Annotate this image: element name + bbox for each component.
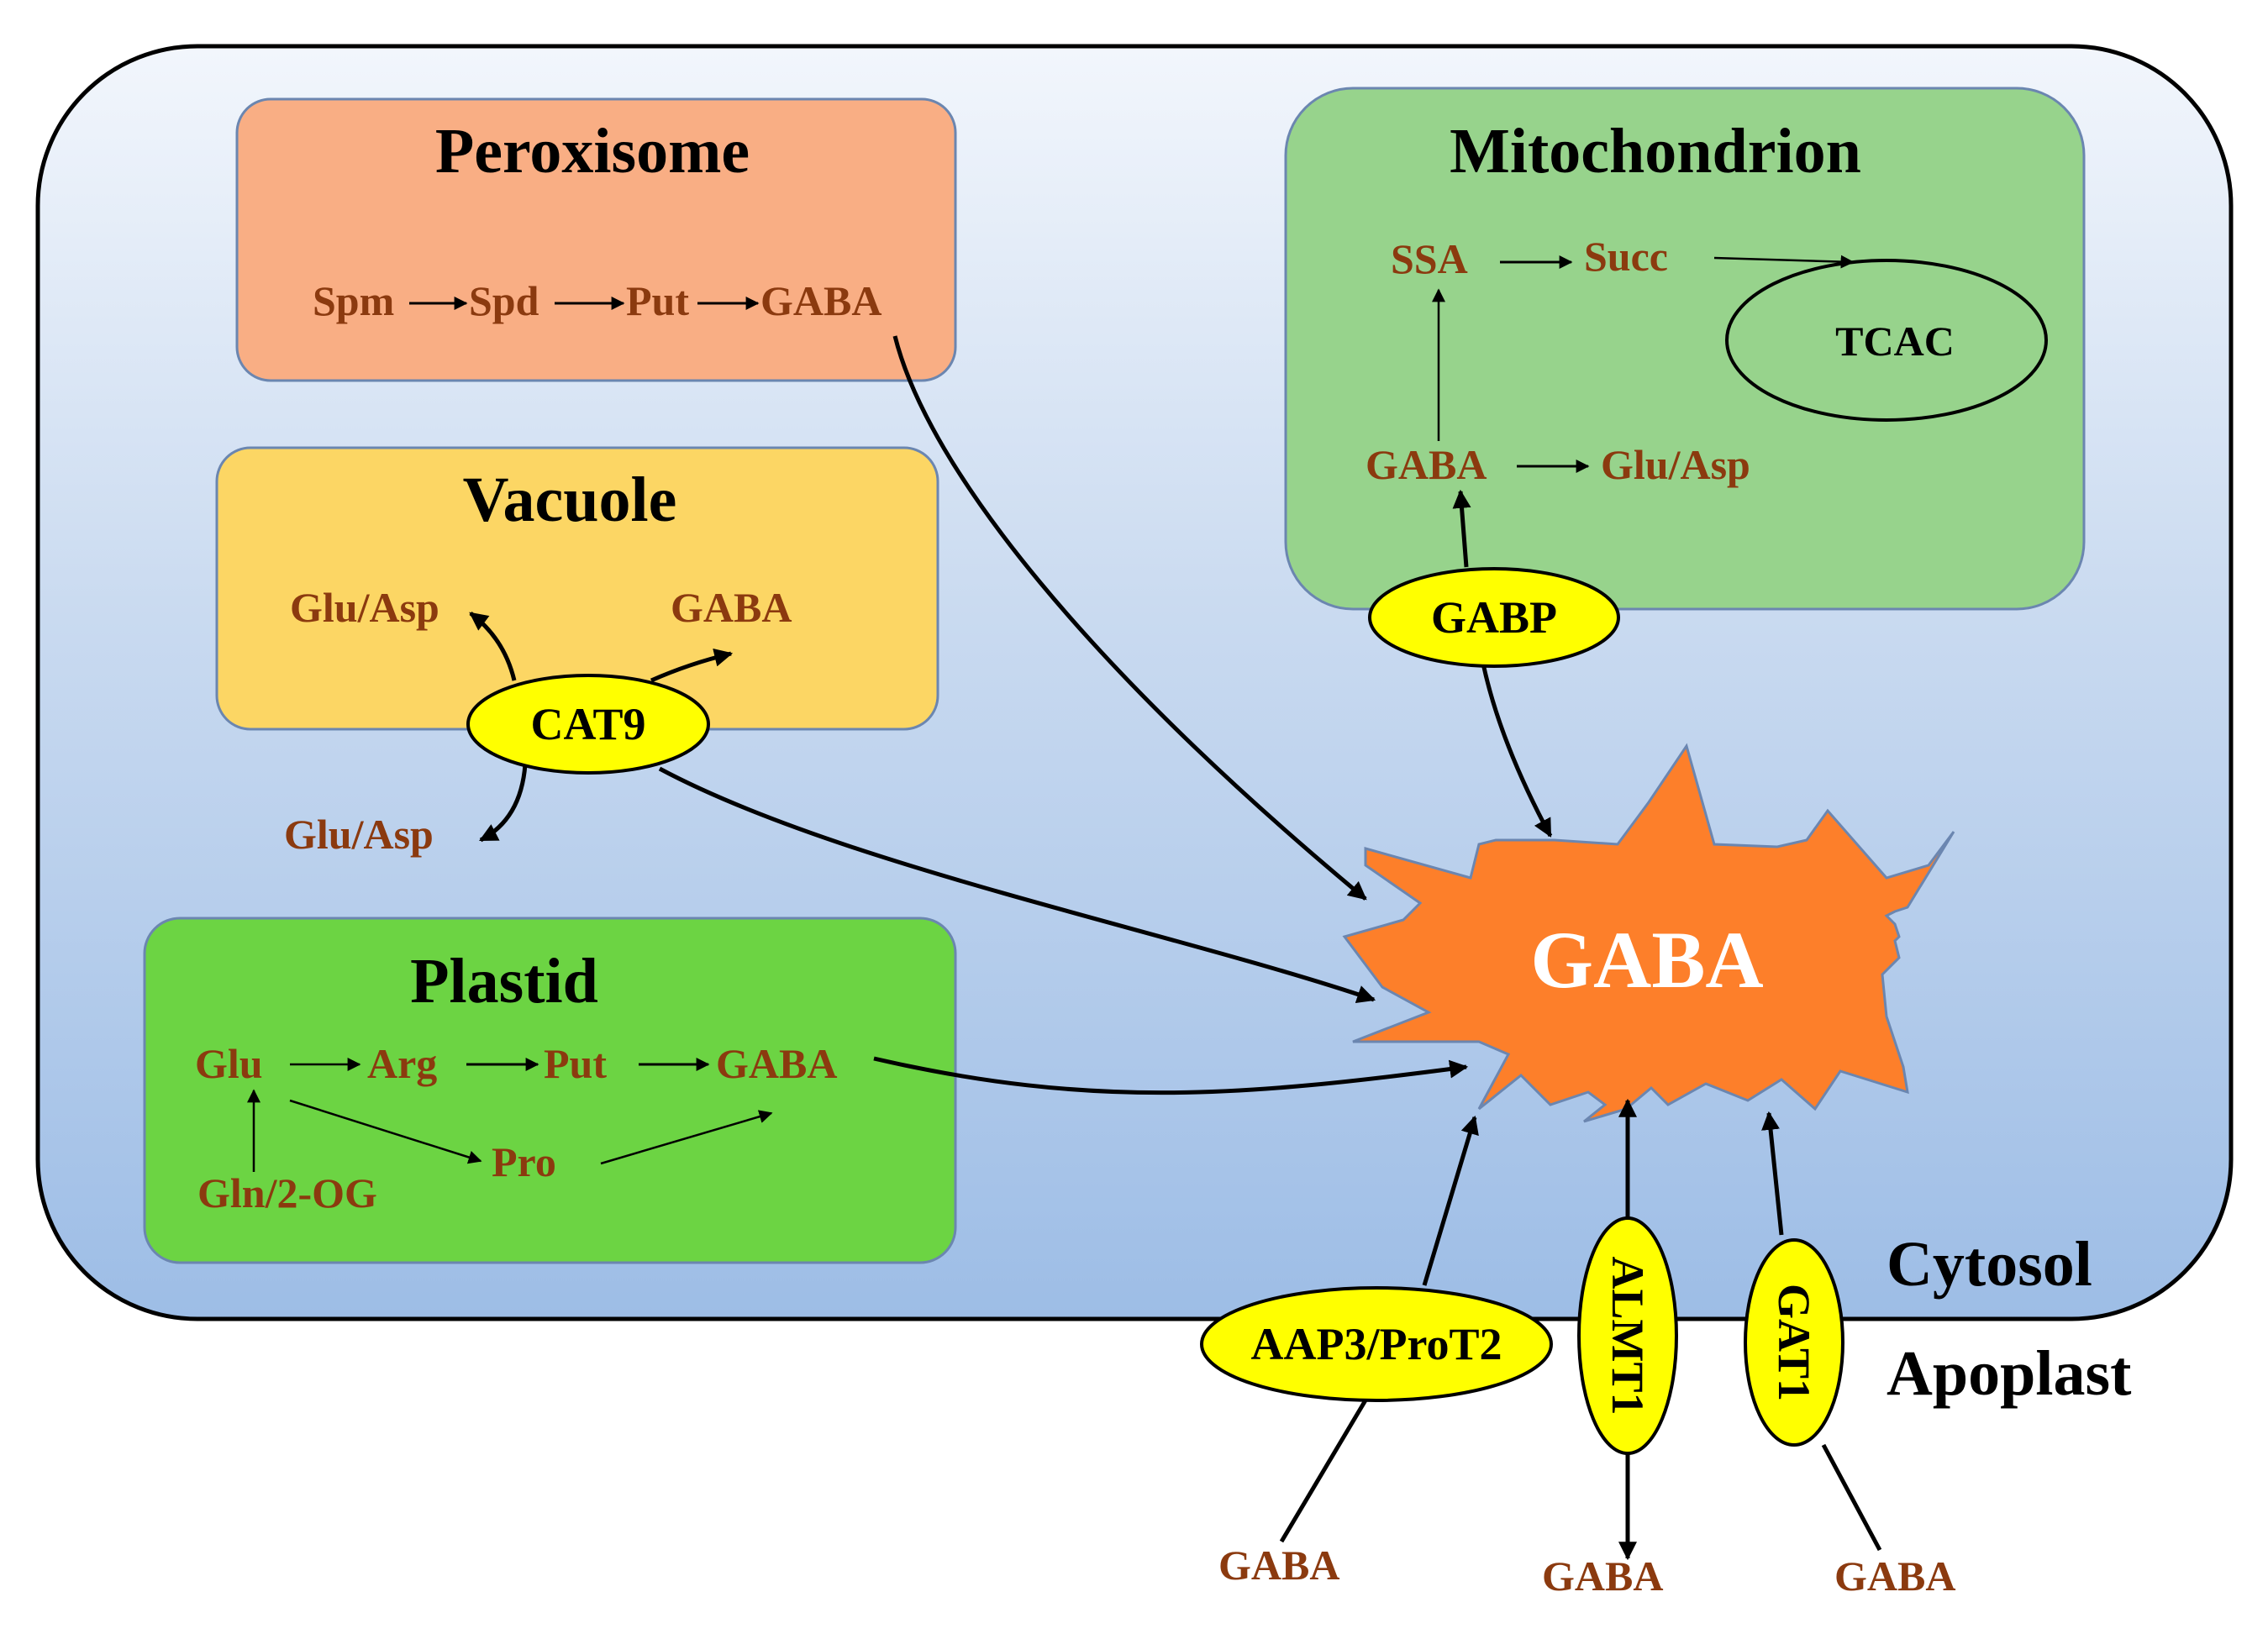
plastid-put: Put — [544, 1040, 607, 1087]
plastid-gaba: GABA — [716, 1040, 837, 1087]
peroxisome-put: Put — [626, 277, 689, 324]
mito-glu-asp: Glu/Asp — [1601, 441, 1750, 488]
mito-gaba: GABA — [1366, 441, 1487, 488]
vacuole-title: Vacuole — [463, 465, 677, 535]
cat9-transporter: CAT9 — [466, 674, 710, 775]
arrow-cat9-to-hub — [658, 766, 1376, 1004]
vacuole-gaba: GABA — [671, 584, 792, 631]
arrow-cat9-to-gaba-vacuole — [650, 648, 734, 683]
peroxisome-spd: Spd — [469, 277, 539, 324]
apoplast-label: Apoplast — [1886, 1338, 2131, 1409]
mitochondrion-compartment: Mitochondrion SSA Succ TCAC GABA Glu/Asp — [1284, 87, 2086, 611]
tcac-cycle — [1725, 259, 2048, 422]
aap3-label: AAP3/ProT2 — [1251, 1319, 1502, 1369]
apoplast-gaba-aap3: GABA — [1218, 1542, 1339, 1589]
apoplast-gaba-almt1: GABA — [1542, 1552, 1663, 1600]
vacuole-compartment: Vacuole Glu/Asp GABA — [215, 446, 939, 731]
plastid-gln: Gln/2-OG — [197, 1169, 377, 1216]
peroxisome-compartment: Peroxisome Spm Spd Put GABA — [235, 97, 957, 382]
plastid-arg: Arg — [367, 1040, 437, 1087]
cytosol-label: Cytosol — [1886, 1229, 2092, 1300]
arrow-aap3-to-hub — [1422, 1115, 1479, 1286]
plastid-title: Plastid — [410, 946, 598, 1016]
peroxisome-title: Peroxisome — [435, 116, 750, 186]
mito-ssa: SSA — [1391, 235, 1468, 282]
cat9-label: CAT9 — [530, 699, 645, 749]
mitochondrion-title: Mitochondrion — [1450, 116, 1861, 186]
arrow-pro-gaba — [600, 1110, 773, 1165]
vacuole-glu-asp-in: Glu/Asp — [290, 584, 439, 631]
arrow-cat9-to-glu-asp-cytosol — [479, 764, 528, 843]
gat1-transporter: GAT1 — [1744, 1238, 1844, 1447]
arrow-gat1-to-hub — [1761, 1111, 1784, 1236]
plastid-pro: Pro — [492, 1138, 556, 1185]
aap3-prot2-transporter: AAP3/ProT2 — [1200, 1286, 1553, 1402]
plastid-glu: Glu — [195, 1040, 263, 1087]
peroxisome-gaba: GABA — [760, 277, 881, 324]
gabp-transporter: GABP — [1368, 567, 1620, 668]
line-apoplast-gaba-to-gat1 — [1821, 1443, 1882, 1552]
arrow-gabp-to-hub — [1481, 663, 1553, 838]
gaba-hub: GABA — [1342, 743, 1955, 1123]
gaba-hub-star — [1342, 743, 1955, 1123]
mito-tcac: TCAC — [1835, 318, 1955, 365]
arrow-glu-pro — [289, 1099, 482, 1164]
almt1-transporter: ALMT1 — [1577, 1216, 1678, 1455]
apoplast-gaba-gat1: GABA — [1834, 1552, 1955, 1600]
arrow-cat9-to-glu-asp-vacuole — [469, 612, 517, 681]
arrow-peroxisome-to-hub — [892, 335, 1367, 901]
peroxisome-spm: Spm — [313, 277, 394, 324]
arrow-gabp-to-mito-gaba — [1452, 489, 1471, 568]
gaba-hub-label: GABA — [1530, 915, 1763, 1005]
plastid-compartment: Plastid Glu Arg Put GABA Pro Gln/2-OG — [143, 917, 957, 1264]
gat1-label: GAT1 — [1769, 1284, 1819, 1401]
mito-succ: Succ — [1584, 233, 1668, 280]
almt1-label: ALMT1 — [1602, 1257, 1653, 1416]
cytosol-glu-asp-out: Glu/Asp — [284, 811, 434, 858]
line-apoplast-gaba-to-aap3 — [1279, 1384, 1376, 1543]
arrow-succ-tcac — [1713, 255, 1855, 269]
arrow-plastid-to-hub — [873, 1056, 1469, 1095]
gabp-label: GABP — [1431, 592, 1557, 643]
